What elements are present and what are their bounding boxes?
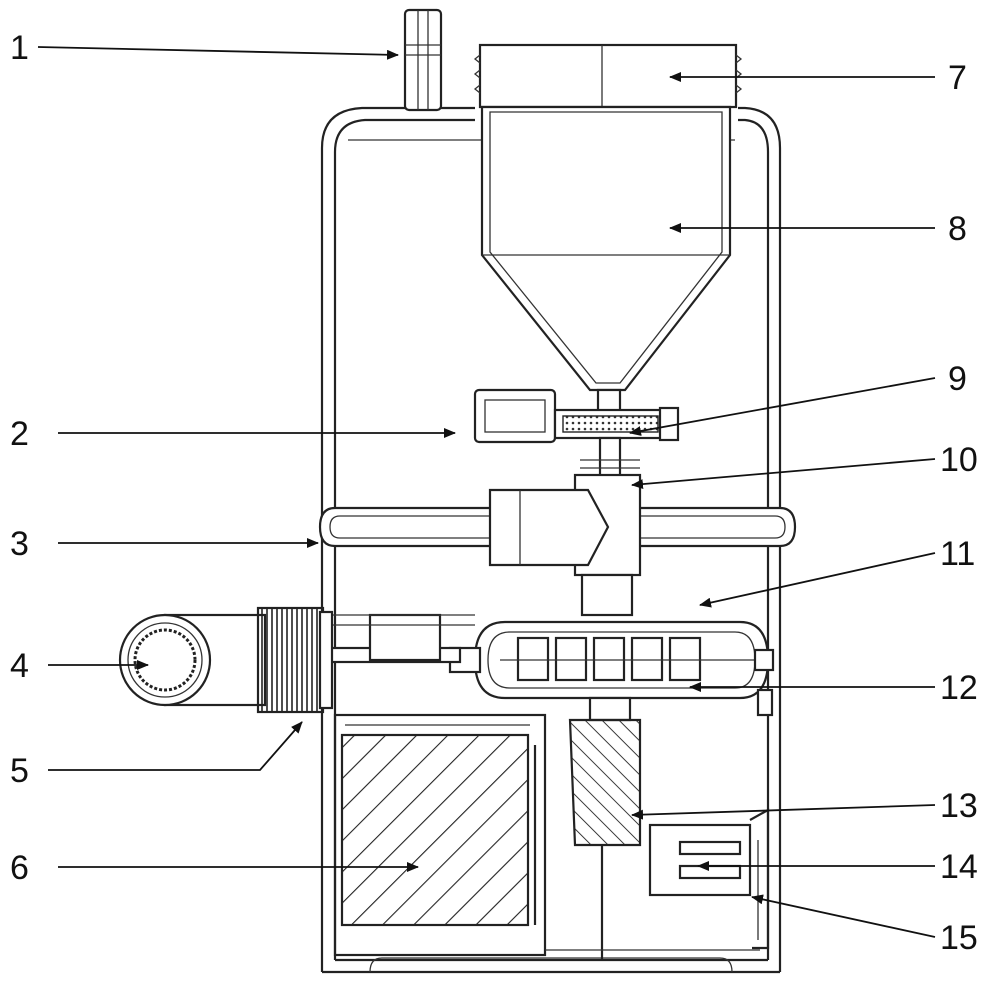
arrow-13 [631, 804, 936, 820]
arrow-1 [37, 46, 399, 60]
top-cap [473, 43, 743, 109]
drive-shaft [328, 613, 475, 664]
label-9: 9 [948, 360, 967, 398]
arrow-11 [699, 552, 936, 608]
arrow-9 [629, 377, 936, 436]
label-1: 1 [10, 29, 29, 67]
side-pipe [118, 613, 267, 707]
arrow-15 [751, 894, 936, 938]
connector [648, 688, 774, 950]
leader-arrows [37, 46, 936, 938]
label-11: 11 [940, 535, 975, 573]
arrow-10 [631, 458, 936, 490]
outer-housing [320, 106, 782, 974]
mixing-tee [488, 473, 642, 617]
motor-core [545, 696, 760, 960]
label-14: 14 [940, 848, 978, 886]
label-15: 15 [940, 919, 978, 957]
gear-knob [256, 606, 334, 714]
label-10: 10 [940, 441, 978, 479]
label-5: 5 [10, 752, 29, 790]
valve-assembly [473, 388, 680, 480]
hopper [480, 105, 732, 422]
rotor-chamber [448, 620, 775, 700]
label-3: 3 [10, 525, 29, 563]
label-4: 4 [10, 647, 29, 685]
label-13: 13 [940, 787, 978, 825]
label-12: 12 [940, 669, 978, 707]
arrow-5 [48, 721, 303, 771]
part-number-labels: 1 2 3 4 5 6 7 8 9 10 11 12 13 14 15 [10, 29, 978, 957]
label-8: 8 [948, 210, 967, 248]
label-6: 6 [10, 849, 29, 887]
top-inlet-pipe [403, 8, 443, 112]
label-2: 2 [10, 415, 29, 453]
battery-block [333, 713, 547, 957]
label-7: 7 [948, 59, 967, 97]
